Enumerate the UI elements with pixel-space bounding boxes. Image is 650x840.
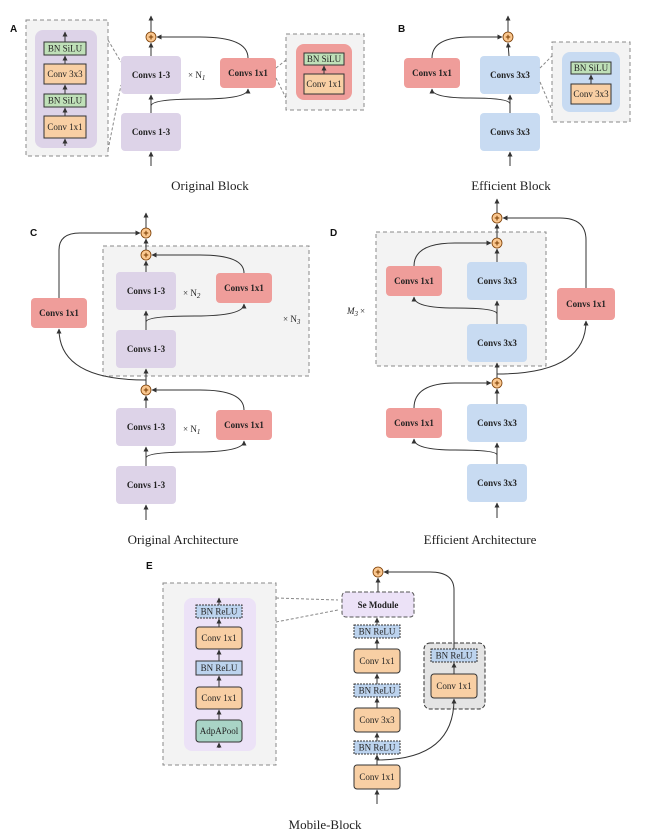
convs-1x1-block bbox=[404, 58, 460, 88]
multiplier-n3: × N3 bbox=[283, 314, 301, 326]
panel-label-e: E bbox=[146, 561, 153, 572]
conv1x1-label: Conv 1x1 bbox=[201, 693, 236, 703]
convs-1x1-block bbox=[216, 410, 272, 440]
convs-1x1-label: Convs 1x1 bbox=[412, 68, 452, 78]
convs-3x3-block bbox=[480, 56, 540, 94]
multiplier-m3: M3× bbox=[346, 306, 365, 318]
conv1x1-label: Conv 1x1 bbox=[436, 681, 471, 691]
bn-silu-label: BN SiLU bbox=[48, 44, 83, 54]
multiplier-n1: × N1 bbox=[188, 70, 205, 82]
bn-silu-label: BN SiLU bbox=[48, 96, 83, 106]
bn-relu-label: BN ReLU bbox=[201, 663, 238, 673]
conv1x1-label: Conv 1x1 bbox=[359, 656, 394, 666]
plus-sign: + bbox=[375, 567, 380, 577]
plus-sign: + bbox=[143, 250, 148, 260]
conv3x3-label: Conv 3x3 bbox=[359, 715, 395, 725]
convs-3x3-block bbox=[467, 262, 527, 300]
conv1x1-label: Conv 1x1 bbox=[359, 772, 394, 782]
plus-sign: + bbox=[148, 32, 153, 42]
bn-silu-label: BN SiLU bbox=[574, 63, 609, 73]
plus-sign: + bbox=[494, 213, 499, 223]
bn-silu-label: BN SiLU bbox=[307, 54, 342, 64]
convs-3x3-label: Convs 3x3 bbox=[477, 418, 517, 428]
conv3x3-label: Conv 3x3 bbox=[47, 69, 83, 79]
panel-c-original-architecture: C × N3 + + Convs 1-3 × N2 Convs 1x1 Conv… bbox=[30, 212, 310, 547]
caption-original-block: Original Block bbox=[171, 178, 249, 193]
panel-label-c: C bbox=[30, 228, 37, 239]
plus-sign: + bbox=[143, 385, 148, 395]
multiplier-n1: × N1 bbox=[183, 424, 200, 436]
convs-3x3-block bbox=[480, 113, 540, 151]
convs-1x1-label: Convs 1x1 bbox=[394, 418, 434, 428]
convs-3x3-label: Convs 3x3 bbox=[490, 70, 530, 80]
convs-1-3-label: Convs 1-3 bbox=[127, 422, 166, 432]
convs-3x3-label: Convs 3x3 bbox=[477, 276, 517, 286]
bn-relu-label: BN ReLU bbox=[436, 651, 473, 661]
bn-relu-label: BN ReLU bbox=[201, 607, 238, 617]
adpapool-label: AdpAPool bbox=[200, 726, 239, 736]
convs-1-3-block bbox=[121, 113, 181, 151]
convs-3x3-label: Convs 3x3 bbox=[477, 338, 517, 348]
se-module-label: Se Module bbox=[358, 600, 399, 610]
panel-d-efficient-architecture: D M3× + + Convs 1x1 Convs 3x3 Convs 3x3 … bbox=[330, 198, 615, 547]
convs-1x1-block bbox=[386, 266, 442, 296]
convs-1-3-label: Convs 1-3 bbox=[127, 480, 166, 490]
conv3x3-label: Conv 3x3 bbox=[573, 89, 609, 99]
panel-a-original-block: A BN SiLU Conv 3x3 BN SiLU Conv 1x1 Conv… bbox=[10, 15, 365, 193]
convs-3x3-label: Convs 3x3 bbox=[477, 478, 517, 488]
conv1x1-label: Conv 1x1 bbox=[201, 633, 236, 643]
bn-silu-block bbox=[570, 61, 612, 75]
convs-1-3-block bbox=[116, 272, 176, 310]
panel-label-b: B bbox=[398, 24, 405, 35]
convs-1x1-label: Convs 1x1 bbox=[228, 68, 268, 78]
convs-3x3-block bbox=[467, 324, 527, 362]
plus-sign: + bbox=[494, 378, 499, 388]
plus-sign: + bbox=[505, 32, 510, 42]
caption-efficient-architecture: Efficient Architecture bbox=[424, 532, 537, 547]
bn-relu-label: BN ReLU bbox=[359, 627, 396, 637]
plus-sign: + bbox=[143, 228, 148, 238]
convs-3x3-label: Convs 3x3 bbox=[490, 127, 530, 137]
convs-1-3-block bbox=[116, 408, 176, 446]
multiplier-n2: × N2 bbox=[183, 288, 201, 300]
caption-mobile-block: Mobile-Block bbox=[289, 817, 362, 832]
convs-1x1-label: Convs 1x1 bbox=[394, 276, 434, 286]
convs-1-3-label: Convs 1-3 bbox=[132, 70, 171, 80]
conv1x1-label: Conv 1x1 bbox=[47, 122, 82, 132]
caption-original-architecture: Original Architecture bbox=[128, 532, 239, 547]
panel-e-mobile-block: E BN ReLU Conv 1x1 BN ReLU Conv 1x1 AdpA… bbox=[146, 561, 486, 832]
add-node bbox=[372, 566, 384, 578]
plus-sign: + bbox=[494, 238, 499, 248]
bn-relu-label: BN ReLU bbox=[359, 686, 396, 696]
convs-3x3-block bbox=[467, 404, 527, 442]
convs-1x1-label: Convs 1x1 bbox=[566, 299, 606, 309]
convs-1-3-label: Convs 1-3 bbox=[132, 127, 171, 137]
convs-3x3-block bbox=[467, 464, 527, 502]
convs-1x1-block bbox=[220, 58, 276, 88]
convs-1-3-block bbox=[116, 466, 176, 504]
caption-efficient-block: Efficient Block bbox=[471, 178, 551, 193]
panel-b-efficient-block: B Convs 1x1 Convs 3x3 Convs 3x3 + BN SiL… bbox=[398, 15, 631, 193]
convs-1x1-block bbox=[386, 408, 442, 438]
panel-label-a: A bbox=[10, 24, 17, 35]
bn-relu-label: BN ReLU bbox=[359, 743, 396, 753]
convs-1-3-label: Convs 1-3 bbox=[127, 286, 166, 296]
convs-1-3-block bbox=[116, 330, 176, 368]
convs-1x1-label: Convs 1x1 bbox=[224, 283, 264, 293]
conv1x1-label: Conv 1x1 bbox=[306, 79, 341, 89]
convs-1-3-block bbox=[121, 56, 181, 94]
convs-1x1-label: Convs 1x1 bbox=[224, 420, 264, 430]
bn-silu-block bbox=[303, 52, 345, 66]
convs-1x1-block bbox=[31, 298, 87, 328]
convs-1x1-block bbox=[557, 288, 615, 320]
convs-1x1-label: Convs 1x1 bbox=[39, 308, 79, 318]
convs-1x1-block bbox=[216, 273, 272, 303]
convs-1-3-label: Convs 1-3 bbox=[127, 344, 166, 354]
panel-label-d: D bbox=[330, 228, 337, 239]
